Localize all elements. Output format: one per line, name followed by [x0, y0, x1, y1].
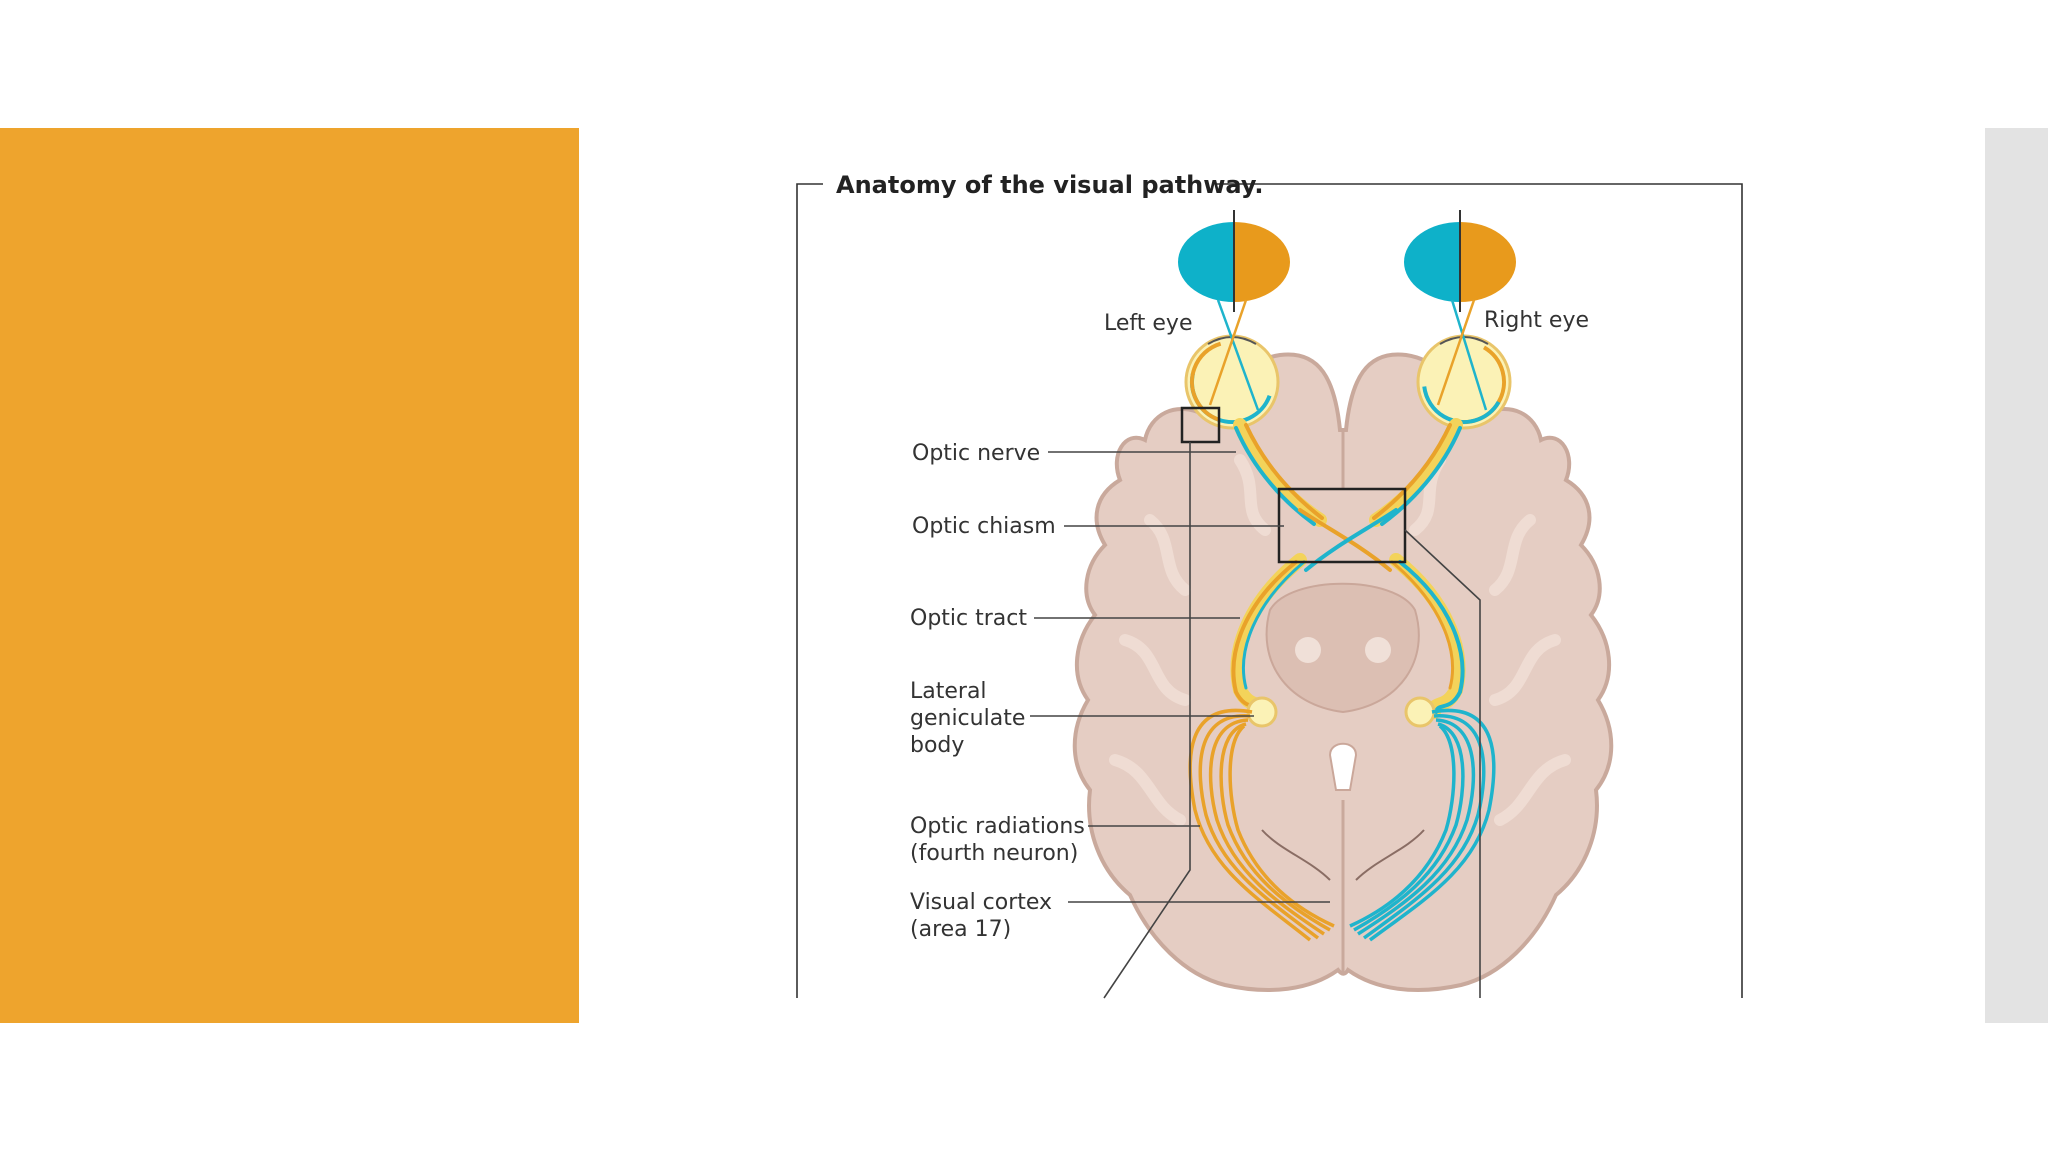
- ventricle-lines: [1261, 829, 1425, 881]
- side-panel: [1985, 128, 2048, 1023]
- left-eye-label: Left eye: [1104, 311, 1192, 336]
- left-lgb: [1246, 696, 1278, 728]
- label-optic-chiasm: Optic chiasm: [912, 514, 1056, 539]
- label-optic-tract: Optic tract: [910, 606, 1027, 631]
- label-optic-radiations-line2: (fourth neuron): [910, 841, 1078, 866]
- left-eye-field: [1178, 210, 1290, 312]
- label-lgb-line1: Lateral: [910, 679, 987, 704]
- label-optic-radiations: Optic radiations (fourth neuron): [910, 814, 1085, 866]
- light-rays: [1208, 299, 1488, 411]
- figure-frame: [796, 183, 1743, 998]
- label-optic-nerve: Optic nerve: [912, 441, 1040, 466]
- accent-panel: [0, 128, 579, 1023]
- midbrain: [1265, 582, 1420, 791]
- right-eye-label: Right eye: [1484, 308, 1589, 333]
- label-lgb: Lateral geniculate body: [910, 679, 1025, 758]
- right-eye-field: [1404, 210, 1516, 312]
- optic-radiations-left: [1188, 708, 1335, 942]
- label-lgb-line3: body: [910, 733, 964, 758]
- label-visual-cortex-line2: (area 17): [910, 917, 1011, 942]
- detail-box-retina: [1180, 406, 1221, 444]
- label-lgb-line2: geniculate: [910, 706, 1025, 731]
- label-visual-cortex-line1: Visual cortex: [910, 890, 1052, 915]
- figure-title: Anatomy of the visual pathway.: [836, 171, 1263, 199]
- leader-lines: [1030, 442, 1481, 999]
- right-lgb: [1404, 696, 1436, 728]
- optic-radiations-right: [1349, 708, 1496, 942]
- label-visual-cortex: Visual cortex (area 17): [910, 890, 1052, 942]
- label-optic-radiations-line1: Optic radiations: [910, 814, 1085, 839]
